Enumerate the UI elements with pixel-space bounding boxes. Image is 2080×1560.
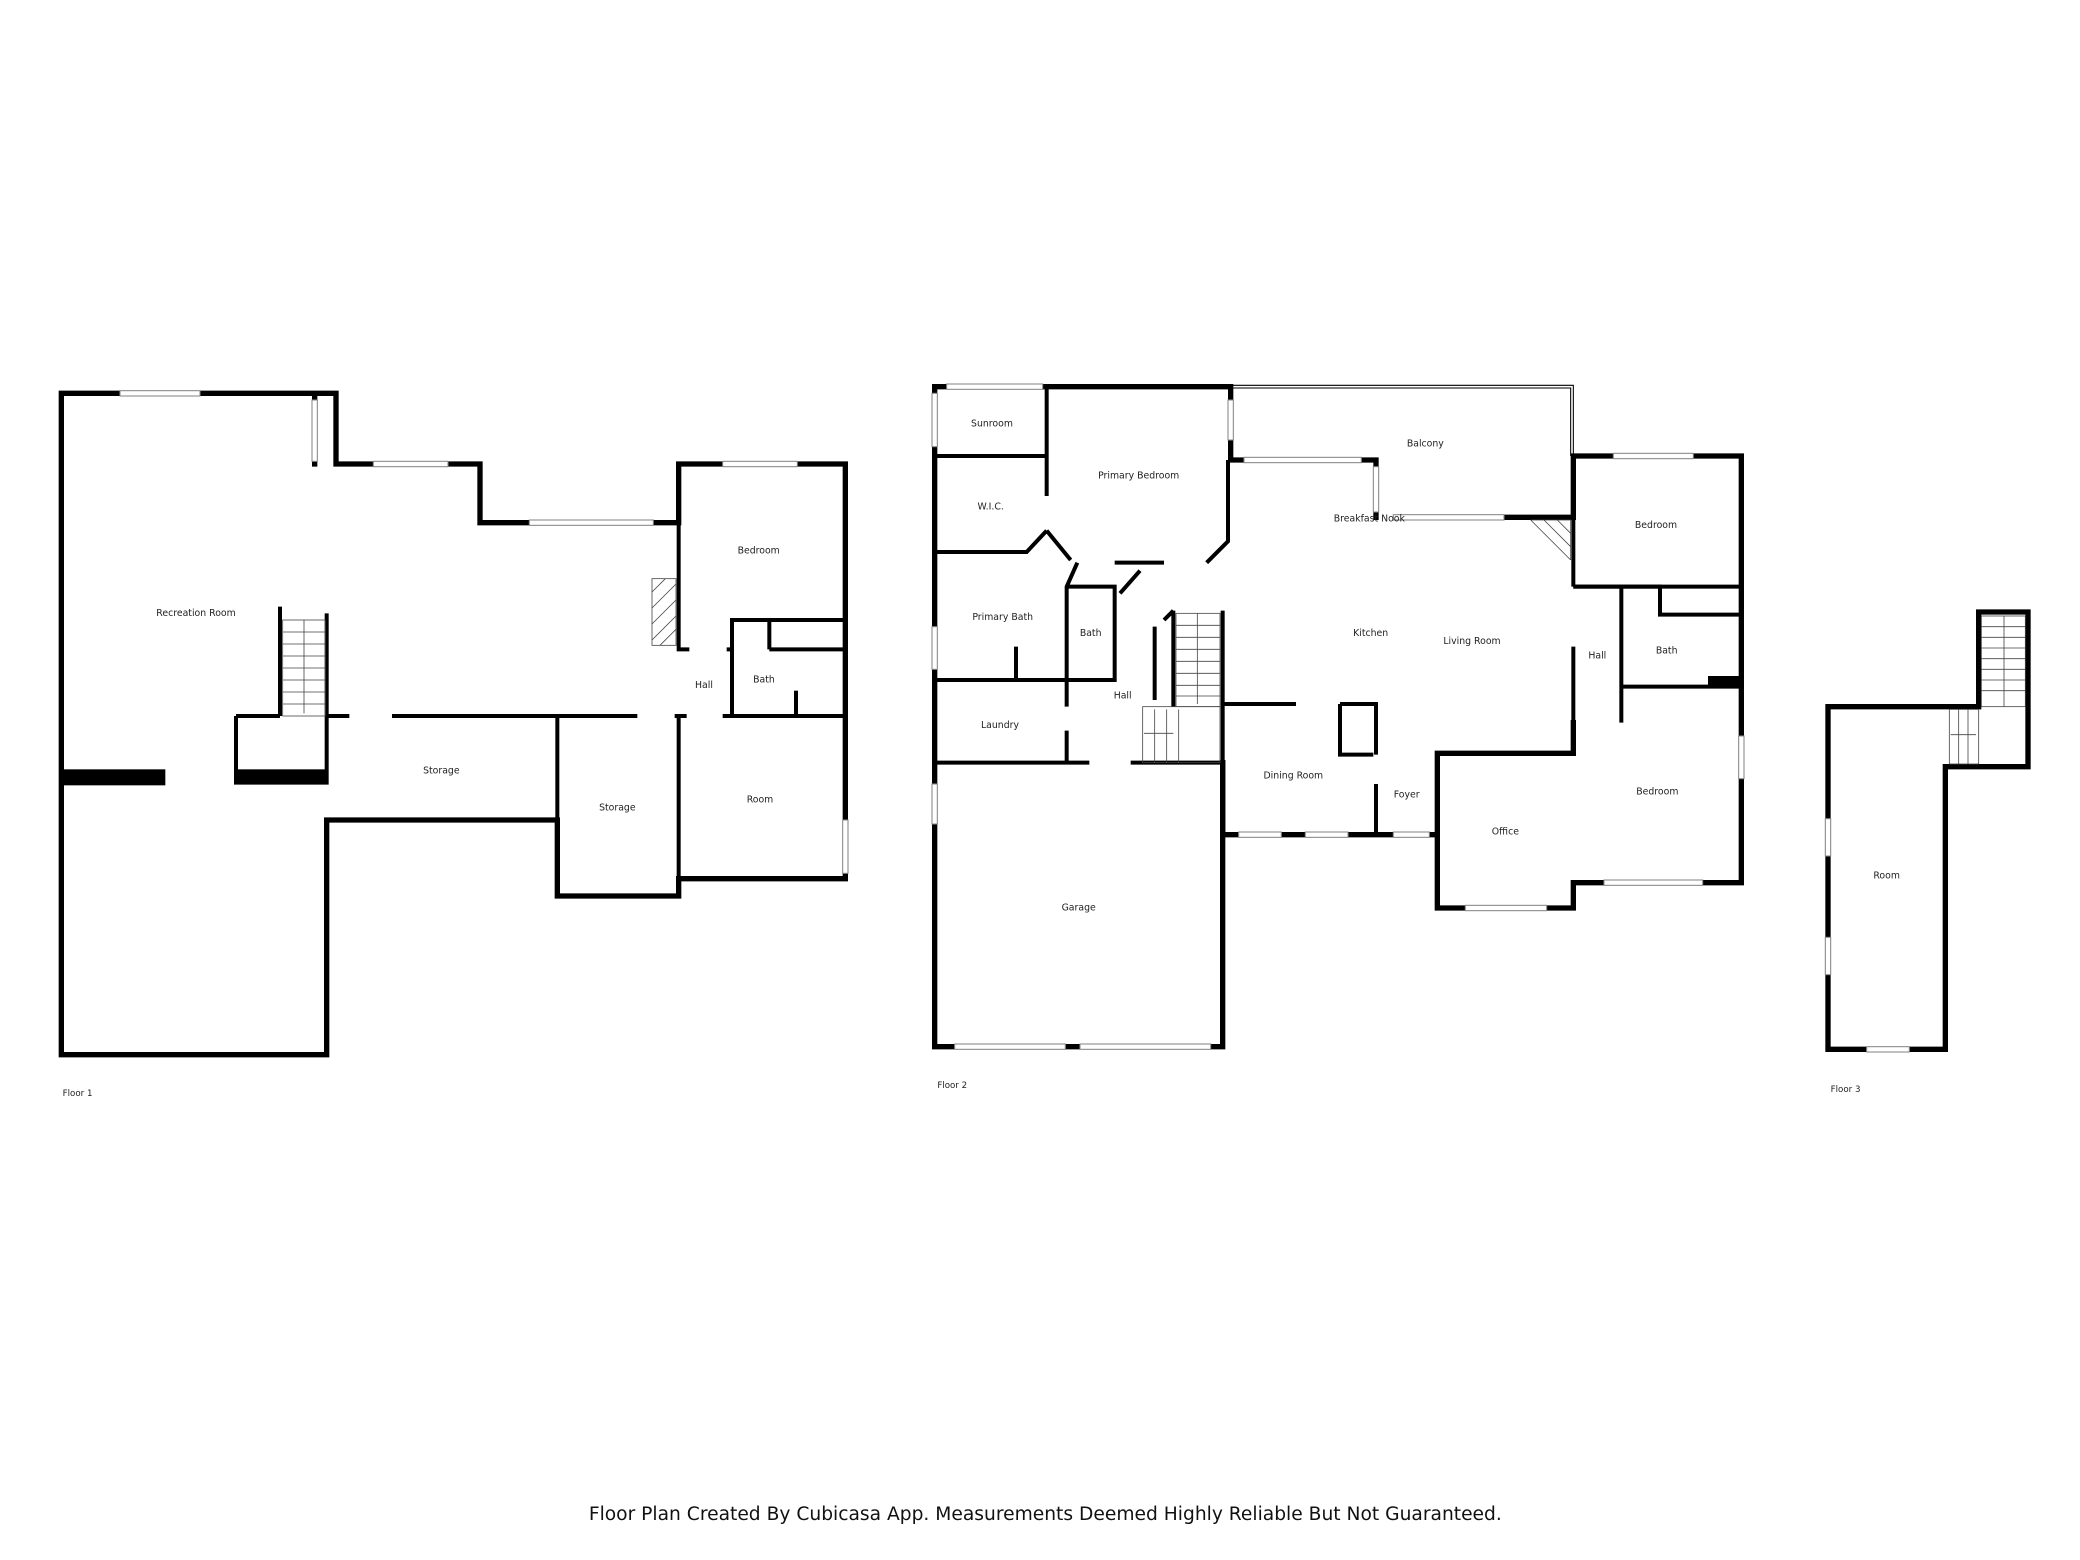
room-label: Hall xyxy=(1588,651,1606,662)
room-label: Bedroom xyxy=(1636,787,1678,798)
room-label: Living Room xyxy=(1443,636,1500,647)
room-label: Bath xyxy=(1080,628,1102,639)
room-label: W.I.C. xyxy=(978,501,1004,512)
fireplace-icon xyxy=(1530,519,1572,561)
room-label: Storage xyxy=(599,803,636,814)
room-label: Primary Bedroom xyxy=(1098,471,1179,482)
floor-label: Floor 1 xyxy=(63,1089,93,1099)
room-label: Kitchen xyxy=(1353,628,1388,639)
room-label: Bedroom xyxy=(1635,520,1677,531)
floor-3-plan: Room Floor 3 xyxy=(1824,609,2031,1095)
room-label: Hall xyxy=(695,680,713,691)
room-label: Recreation Room xyxy=(156,608,235,619)
floor-1-plan: Recreation Room Bedroom Hall Bath Storag… xyxy=(58,390,849,1099)
room-label: Bedroom xyxy=(738,545,780,556)
floor-label: Floor 2 xyxy=(937,1081,967,1091)
room-label: Bath xyxy=(1656,645,1678,656)
room-label: Room xyxy=(1873,871,1900,882)
floor-label: Floor 3 xyxy=(1831,1085,1861,1095)
room-label: Bath xyxy=(753,675,775,686)
room-label: Laundry xyxy=(981,720,1019,731)
room-label: Balcony xyxy=(1407,439,1444,450)
room-label: Primary Bath xyxy=(972,612,1033,623)
staircase-floor-3 xyxy=(1948,615,2026,765)
room-label: Room xyxy=(747,795,774,806)
room-label: Office xyxy=(1492,827,1519,838)
room-label: Foyer xyxy=(1394,789,1420,800)
staircase-floor-2 xyxy=(1142,612,1221,764)
room-label: Breakfast Nook xyxy=(1334,513,1406,524)
floor-2-plan: Sunroom Primary Bedroom Balcony W.I.C. B… xyxy=(931,383,1745,1091)
room-label: Sunroom xyxy=(971,419,1013,430)
fireplace-icon xyxy=(651,578,677,646)
room-label: Dining Room xyxy=(1264,771,1324,782)
footer-disclaimer: Floor Plan Created By Cubicasa App. Meas… xyxy=(589,1504,1502,1525)
staircase-floor-1 xyxy=(282,619,326,717)
room-label: Garage xyxy=(1062,903,1096,914)
room-label: Hall xyxy=(1114,691,1132,702)
room-label: Storage xyxy=(423,765,460,776)
